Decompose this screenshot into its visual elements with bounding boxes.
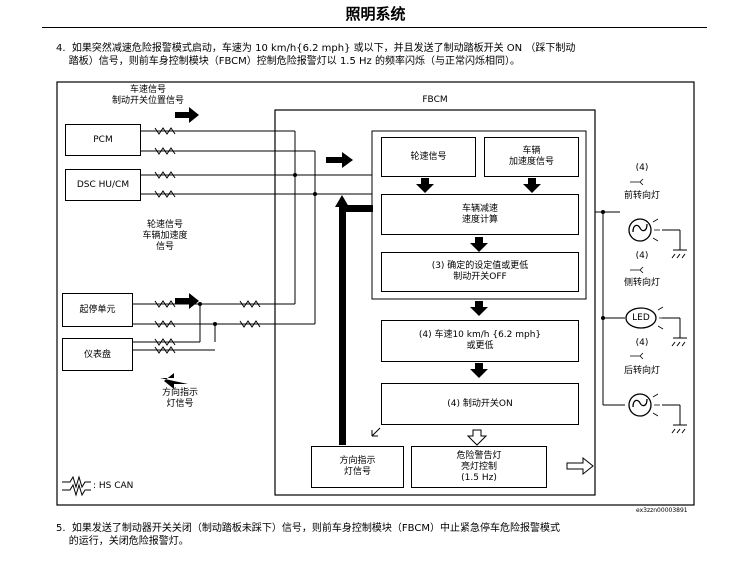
step4-brake-block: (4) 制动开关ON [381, 383, 579, 425]
intro-paragraph: 4. 如果突然减速危险报警模式启动，车速为 10 km/h{6.2 mph} 或… [56, 42, 736, 68]
calc-group-box [371, 130, 587, 300]
wheel-speed-block: 轮速信号 [381, 137, 476, 177]
instrument-cluster: 仪表盘 [62, 338, 133, 371]
hazard-control-block: 危险警告灯 亮灯控制 (1.5 Hz) [411, 446, 547, 488]
intro-line-1: 4. 如果突然减速危险报警模式启动，车速为 10 km/h{6.2 mph} 或… [56, 43, 576, 54]
turn-signal-output-block: 方向指示 灯信号 [311, 446, 404, 488]
front-lamp-step: (4) [635, 163, 649, 173]
turn-signal-label: 方向指示 灯信号 [161, 388, 198, 409]
figure-id: ex3zzn00003891 [636, 507, 688, 514]
page-title: 照明系统 [345, 5, 406, 23]
rear-lamp-step: (4) [635, 338, 649, 348]
side-lamp-label: 侧转向灯 [623, 278, 660, 288]
side-lamp-step: (4) [635, 251, 649, 261]
hollow-arrows [371, 427, 594, 476]
fbcm-box [274, 109, 596, 496]
signal-arrows [160, 107, 541, 445]
legend-hs-can-symbol [62, 475, 91, 497]
pcm-unit: PCM [65, 124, 141, 156]
side-lamp-led-label: LED [632, 313, 650, 323]
light-rays [652, 218, 665, 417]
dsc-unit: DSC HU/CM [65, 169, 141, 201]
lamp-step-arrows [630, 178, 644, 360]
front-lamp-label: 前转向灯 [623, 191, 660, 201]
legend-hs-can: : HS CAN [93, 481, 134, 491]
wheel-accel-signal-label: 轮速信号 车辆加速度 信号 [142, 220, 188, 252]
lamp-wiring [595, 211, 687, 434]
header-divider [42, 27, 707, 28]
start-stop-unit: 起停单元 [62, 293, 133, 327]
lamp-symbols [625, 218, 657, 417]
step4-speed-block: (4) 车速10 km/h {6.2 mph} 或更低 [381, 320, 579, 362]
vehicle-accel-block: 车辆 加速度信号 [484, 137, 579, 177]
footer-line-2: 的运行，关闭危险报警灯。 [56, 536, 189, 547]
top-signal-label: 车速信号 制动开关位置信号 [111, 85, 184, 106]
footer-paragraph: 5. 如果发送了制动器开关关闭（制动踏板未踩下）信号，则前车身控制模块（FBCM… [56, 522, 736, 548]
fbcm-label: FBCM [422, 95, 448, 105]
intro-line-2: 踏板）信号，则前车身控制模块（FBCM）控制危险报警灯以 1.5 Hz 的频率闪… [56, 56, 520, 67]
decel-calc-block: 车辆减速 速度计算 [381, 194, 579, 235]
step3-block: (3) 确定的设定值或更低 制动开关OFF [381, 252, 579, 292]
can-bus-lines [133, 127, 372, 354]
rear-lamp-label: 后转向灯 [623, 366, 660, 376]
footer-line-1: 5. 如果发送了制动器开关关闭（制动踏板未踩下）信号，则前车身控制模块（FBCM… [56, 523, 560, 534]
diagram-frame [56, 81, 695, 506]
